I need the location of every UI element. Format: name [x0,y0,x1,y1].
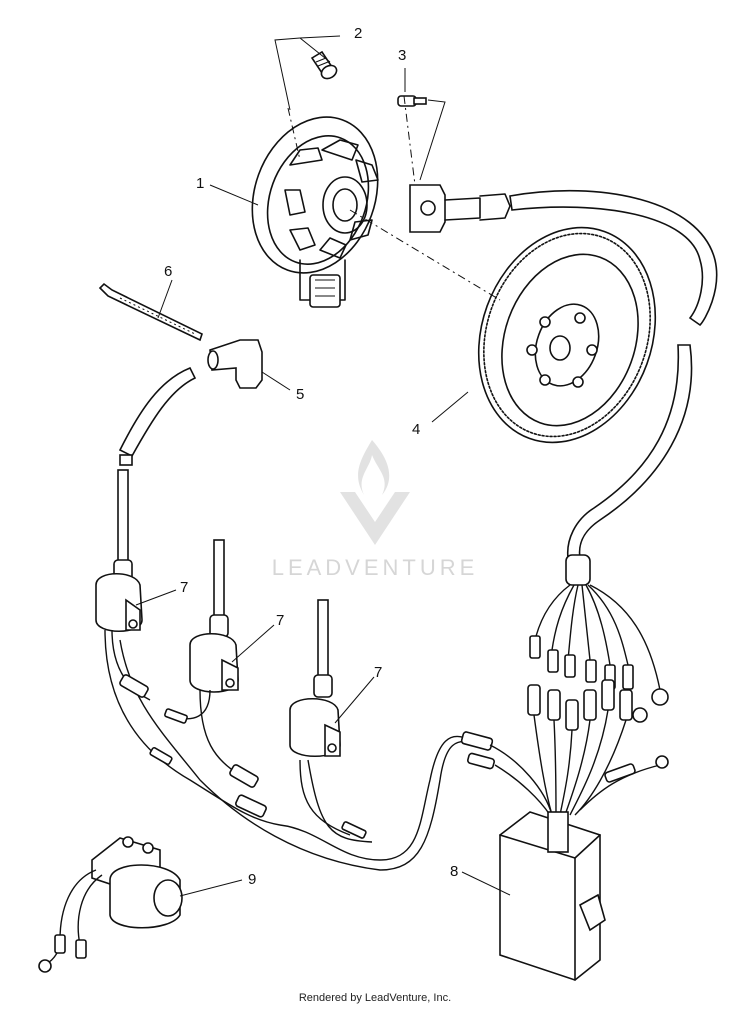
callout-7b: 7 [276,612,284,629]
callout-6: 6 [164,263,172,280]
footer-credit: Rendered by LeadVenture, Inc. [298,992,452,1004]
callout-4: 4 [412,421,420,438]
spark-plug-cap[interactable] [207,339,263,389]
ignition-coil-2[interactable] [189,539,239,693]
screw-part-3[interactable] [397,95,427,107]
callout-8: 8 [450,863,458,880]
callout-2: 2 [354,25,362,42]
starter-solenoid[interactable] [38,836,183,973]
ignition-coil-1[interactable] [95,469,143,632]
cdi-box[interactable] [499,811,606,981]
callout-5: 5 [296,386,304,403]
callout-9: 9 [248,871,256,888]
screw-part-2[interactable] [310,50,339,81]
watermark-text: LEADVENTURE [272,555,479,580]
callout-1: 1 [196,175,204,192]
leadventure-watermark: LEADVENTURE [272,440,479,580]
stator-harness-connectors[interactable] [489,554,669,816]
ignition-coil-3[interactable] [289,599,341,757]
callout-7c: 7 [374,664,382,681]
callout-7a: 7 [180,579,188,596]
flywheel[interactable] [450,203,685,468]
cable-tie[interactable] [98,282,203,342]
callout-3: 3 [398,47,406,64]
stator-assembly[interactable] [231,99,398,308]
crankshaft-stub [409,184,511,233]
